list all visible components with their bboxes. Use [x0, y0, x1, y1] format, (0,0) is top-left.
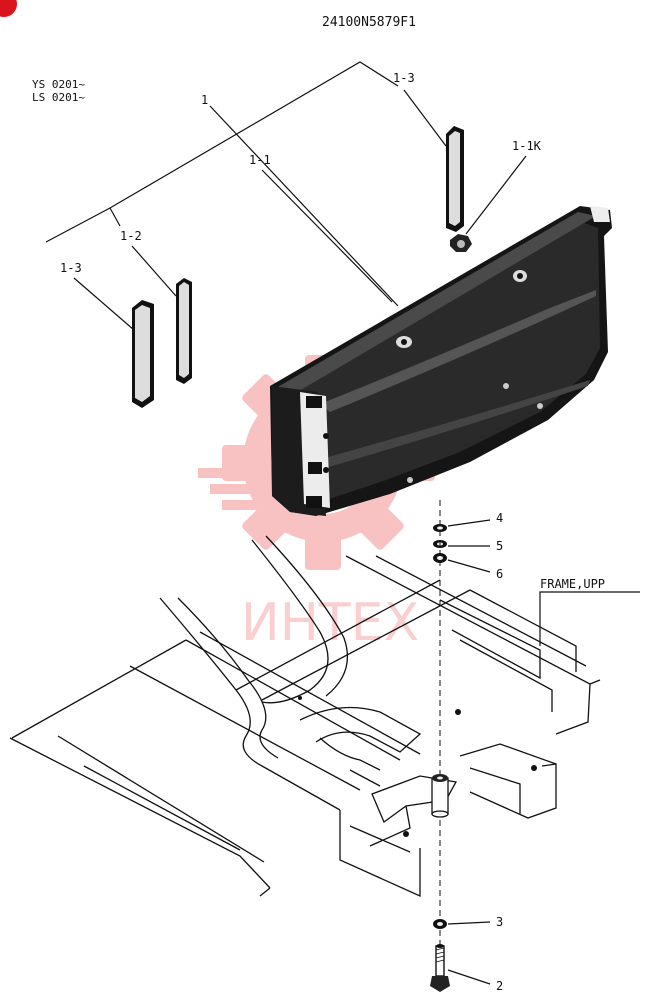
- key-bar-1-2: [176, 278, 192, 384]
- callout-5: 5: [496, 539, 503, 553]
- upper-frame: [9, 535, 601, 898]
- bolt-2: [430, 944, 450, 992]
- corner-badge: [0, 0, 17, 17]
- callout-1-2: 1-2: [120, 229, 142, 243]
- washer-4: [433, 524, 447, 532]
- callout-6: 6: [496, 567, 503, 581]
- callout-4: 4: [496, 511, 503, 525]
- callout-1-3-top: 1-3: [393, 71, 415, 85]
- spacer-pipe: [431, 774, 449, 818]
- key-bar-1-3-left: [132, 300, 154, 408]
- callout-1-1: 1-1: [249, 153, 271, 167]
- frame-upp-label: FRAME,UPP: [540, 577, 605, 591]
- callout-3: 3: [496, 915, 503, 929]
- drawing-number: 24100N5879F1: [322, 15, 416, 30]
- serial-range-ls: LS 0201~: [32, 91, 85, 104]
- callout-1-1k: 1-1K: [512, 139, 542, 153]
- counterweight: [270, 206, 612, 516]
- key-bar-1-3-top: [446, 126, 464, 232]
- washer-6: [433, 553, 447, 563]
- frame-holes: [298, 696, 537, 837]
- leader-lines: [45, 61, 640, 985]
- callout-1-3-left: 1-3: [60, 261, 82, 275]
- washer-3: [433, 919, 447, 929]
- watermark-text: ИНТЕХ: [241, 593, 419, 653]
- callout-1: 1: [201, 93, 208, 107]
- callout-2: 2: [496, 979, 503, 993]
- serial-range-ys: YS 0201~: [32, 78, 85, 91]
